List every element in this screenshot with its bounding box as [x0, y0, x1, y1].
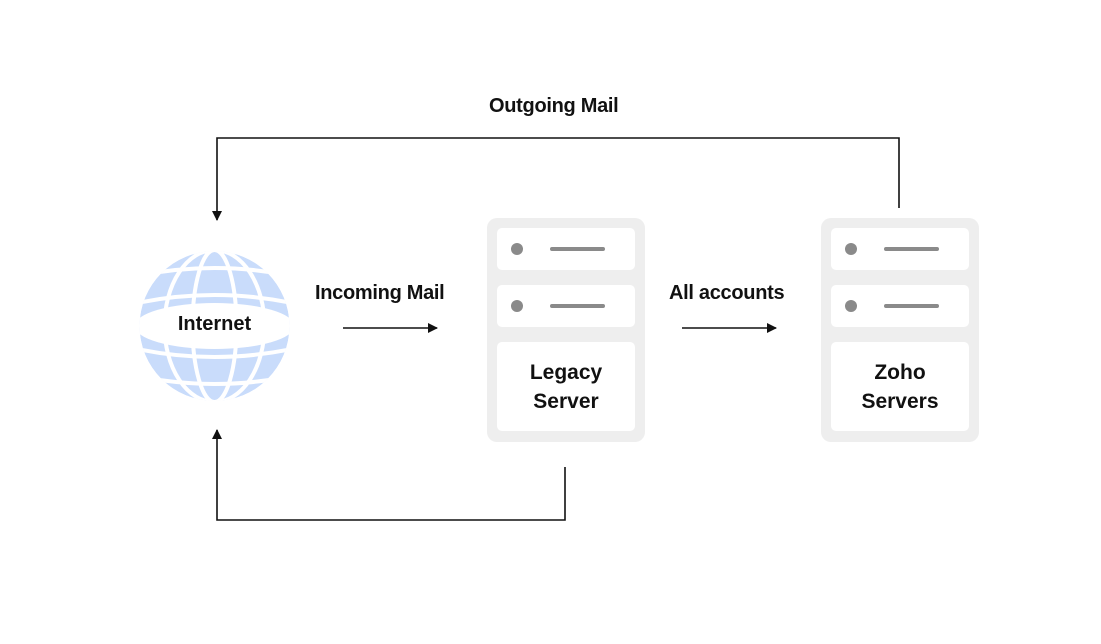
indicator-bar: [550, 304, 605, 308]
legacy-server-label-line1: Legacy: [529, 360, 603, 384]
all-accounts-label: All accounts: [669, 282, 785, 304]
server-slot: [831, 285, 969, 327]
server-slot: [831, 228, 969, 270]
indicator-bar: [884, 247, 939, 251]
legacy-server-panel: Legacy Server: [497, 342, 635, 431]
globe-icon: [137, 250, 292, 402]
indicator-bar: [884, 304, 939, 308]
zoho-servers-label-line1: Zoho: [874, 360, 926, 384]
outgoing-mail-connector: [212, 137, 900, 221]
outgoing-mail-label: Outgoing Mail: [489, 95, 619, 117]
zoho-servers-panel: Zoho Servers: [831, 342, 969, 431]
internet-label: Internet: [177, 313, 252, 335]
incoming-mail-label: Incoming Mail: [315, 282, 445, 304]
zoho-servers: Zoho Servers: [821, 218, 979, 442]
status-led-icon: [845, 243, 857, 255]
server-slot: [497, 285, 635, 327]
legacy-to-internet-connector: [212, 429, 566, 521]
status-led-icon: [845, 300, 857, 312]
indicator-bar: [550, 247, 605, 251]
legacy-server: Legacy Server: [487, 218, 645, 442]
status-led-icon: [511, 300, 523, 312]
zoho-servers-label-line2: Servers: [861, 389, 939, 413]
legacy-server-label-line2: Server: [533, 389, 599, 413]
status-led-icon: [511, 243, 523, 255]
server-slot: [497, 228, 635, 270]
